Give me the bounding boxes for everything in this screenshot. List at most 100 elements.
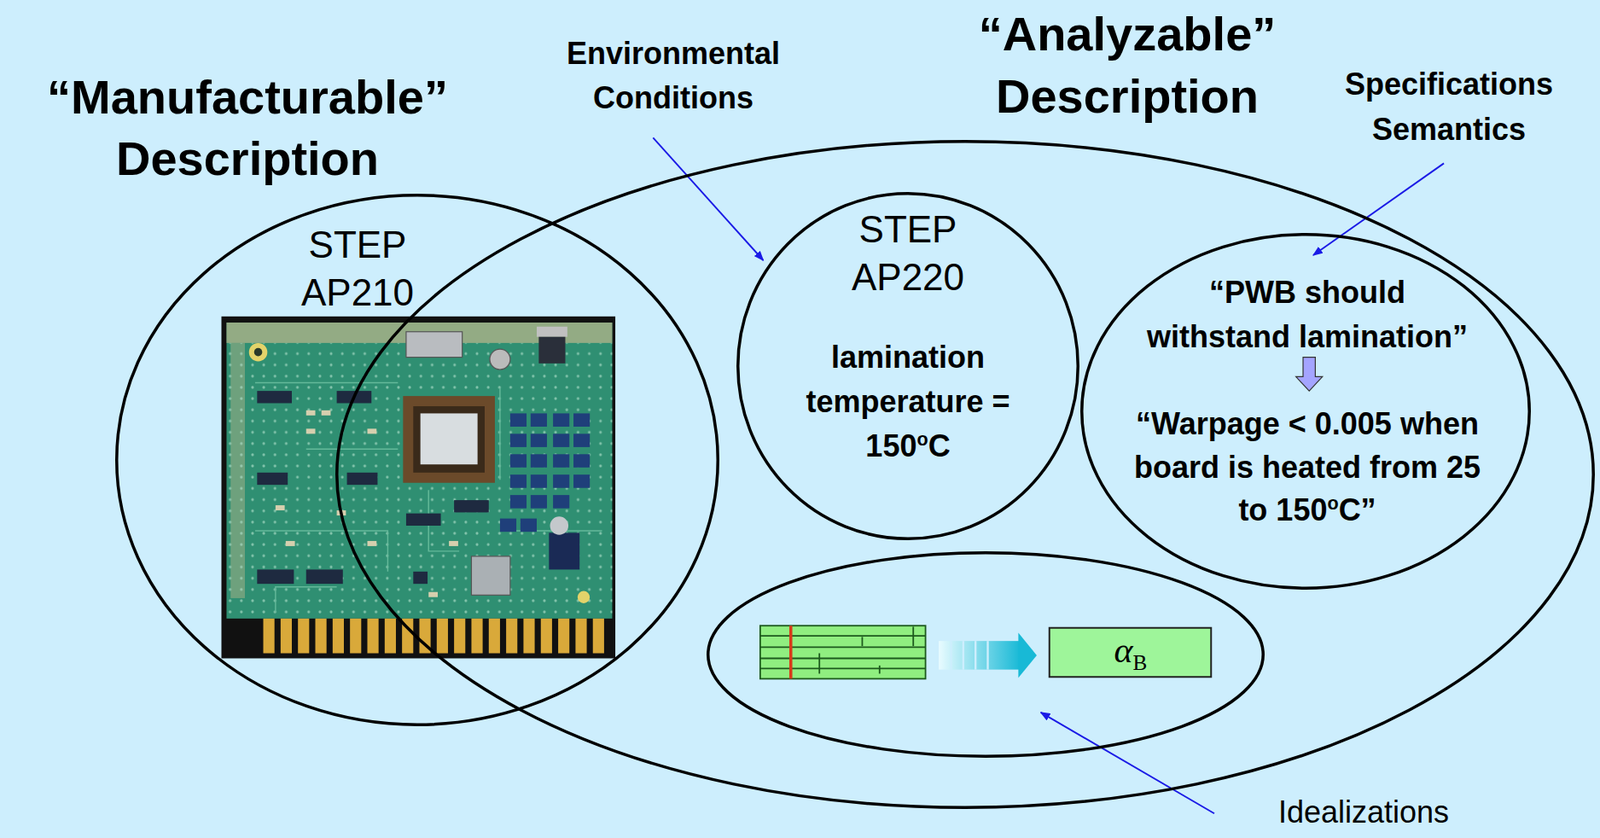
illustration-part — [436, 618, 448, 654]
region-ellipse-shape — [337, 141, 1595, 809]
implies-arrow — [1296, 357, 1323, 391]
illustration-part — [789, 625, 793, 679]
illustration-part — [366, 428, 377, 434]
condition-text-run: lamination temperature = 150oC — [805, 339, 1010, 464]
illustration-part — [530, 494, 547, 509]
illustration-part — [506, 618, 518, 654]
illustration-part — [366, 541, 377, 547]
callout-heading-run: Idealizations — [1278, 794, 1449, 830]
illustration-part — [510, 453, 527, 468]
illustration-part — [453, 618, 466, 654]
pcb-photo — [221, 316, 616, 659]
region-ellipse-shape — [116, 195, 719, 726]
illustration-part — [577, 591, 590, 604]
illustration-part — [406, 331, 463, 358]
laminate-icon — [760, 625, 926, 679]
illustration-part — [453, 500, 489, 512]
illustration-part — [255, 383, 603, 613]
idealization-ellipse: IdealizationsαB — [706, 551, 1265, 758]
callout-heading-run: Environmental Conditions — [566, 35, 780, 116]
illustration-part — [402, 395, 495, 483]
illustration-part — [949, 640, 952, 670]
illustration-part — [530, 413, 547, 427]
illustration-part — [306, 428, 316, 434]
callout-heading: Idealizations — [1235, 793, 1492, 831]
illustration-part — [306, 410, 316, 416]
illustration-part — [226, 322, 612, 619]
spec-statement: “Warpage < 0.005 when board is heated fr… — [1118, 402, 1496, 532]
illustration-part — [938, 640, 1021, 670]
illustration-part — [428, 592, 438, 598]
illustration-part — [1041, 712, 1215, 814]
illustration-part — [523, 618, 535, 654]
illustration-part — [510, 494, 527, 509]
illustration-part — [530, 474, 547, 489]
illustration-part — [306, 569, 344, 584]
standard-name-run: STEP AP210 — [301, 223, 414, 314]
illustration-part — [530, 433, 547, 448]
illustration-part — [275, 410, 459, 598]
illustration-part — [558, 618, 570, 654]
illustration-part — [471, 556, 510, 595]
illustration-part — [550, 516, 570, 536]
region-heading: “Manufacturable” Description — [8, 66, 487, 190]
standard-name: STEP AP220 — [814, 205, 1002, 302]
illustration-part — [538, 337, 565, 364]
standard-name-run: STEP AP220 — [851, 208, 965, 298]
property-box-shape — [1049, 628, 1212, 678]
illustration-part — [226, 343, 612, 619]
illustration-part — [536, 326, 568, 338]
illustration-part — [349, 618, 361, 654]
illustration-part — [366, 618, 379, 654]
illustration-part — [530, 453, 547, 468]
region-ellipse: “Manufacturable” DescriptionSTEP AP210 — [115, 193, 720, 727]
idealization-arrow — [938, 633, 1037, 679]
illustration-part — [249, 343, 268, 362]
callout-heading-run: Specifications Semantics — [1344, 66, 1554, 147]
illustration-part — [593, 618, 605, 654]
illustration-part — [297, 618, 309, 654]
illustration-part — [263, 618, 275, 654]
symbol-text: αB — [1053, 630, 1208, 675]
illustration-part — [552, 494, 570, 509]
illustration-part — [321, 410, 332, 416]
illustration-part — [420, 413, 478, 465]
illustration-part — [500, 518, 517, 533]
illustration-part — [760, 626, 926, 674]
symbol-main: α — [1114, 630, 1134, 670]
illustration-part — [256, 390, 292, 403]
illustration-part — [448, 541, 459, 547]
illustration-part — [760, 625, 926, 679]
illustration-part — [1018, 633, 1037, 679]
illustration-part — [573, 474, 590, 489]
illustration-part — [275, 505, 286, 511]
illustration-part — [575, 618, 587, 654]
illustration-part — [256, 472, 288, 485]
standard-circle-shape — [738, 193, 1079, 540]
spec-statement: “PWB should withstand lamination” — [1139, 270, 1476, 360]
illustration-part — [384, 618, 396, 654]
illustration-part — [406, 513, 442, 526]
idealization-ellipse-shape — [708, 552, 1264, 757]
degree-mark: o — [916, 428, 928, 450]
illustration-part — [760, 634, 926, 637]
illustration-part — [573, 453, 590, 468]
spec-circle-shape — [1082, 234, 1531, 589]
illustration-part — [255, 383, 603, 613]
illustration-part — [548, 532, 580, 570]
illustration-part — [552, 433, 570, 448]
illustration-part — [254, 348, 263, 357]
region-ellipse: “Analyzable” DescriptionEnvironmental Co… — [335, 139, 1595, 809]
illustration-part — [986, 640, 989, 670]
spec-statement-run: “Warpage < 0.005 when board is heated fr… — [1134, 406, 1481, 528]
illustration-part — [962, 640, 965, 670]
symbol-text-run: αB — [1114, 630, 1148, 670]
illustration-part — [541, 618, 553, 654]
illustration-part — [573, 413, 590, 427]
illustration-part — [878, 665, 881, 675]
illustration-part — [332, 618, 344, 654]
callout-heading: Environmental Conditions — [545, 31, 802, 121]
illustration-part — [263, 618, 605, 654]
illustration-part — [552, 474, 570, 489]
